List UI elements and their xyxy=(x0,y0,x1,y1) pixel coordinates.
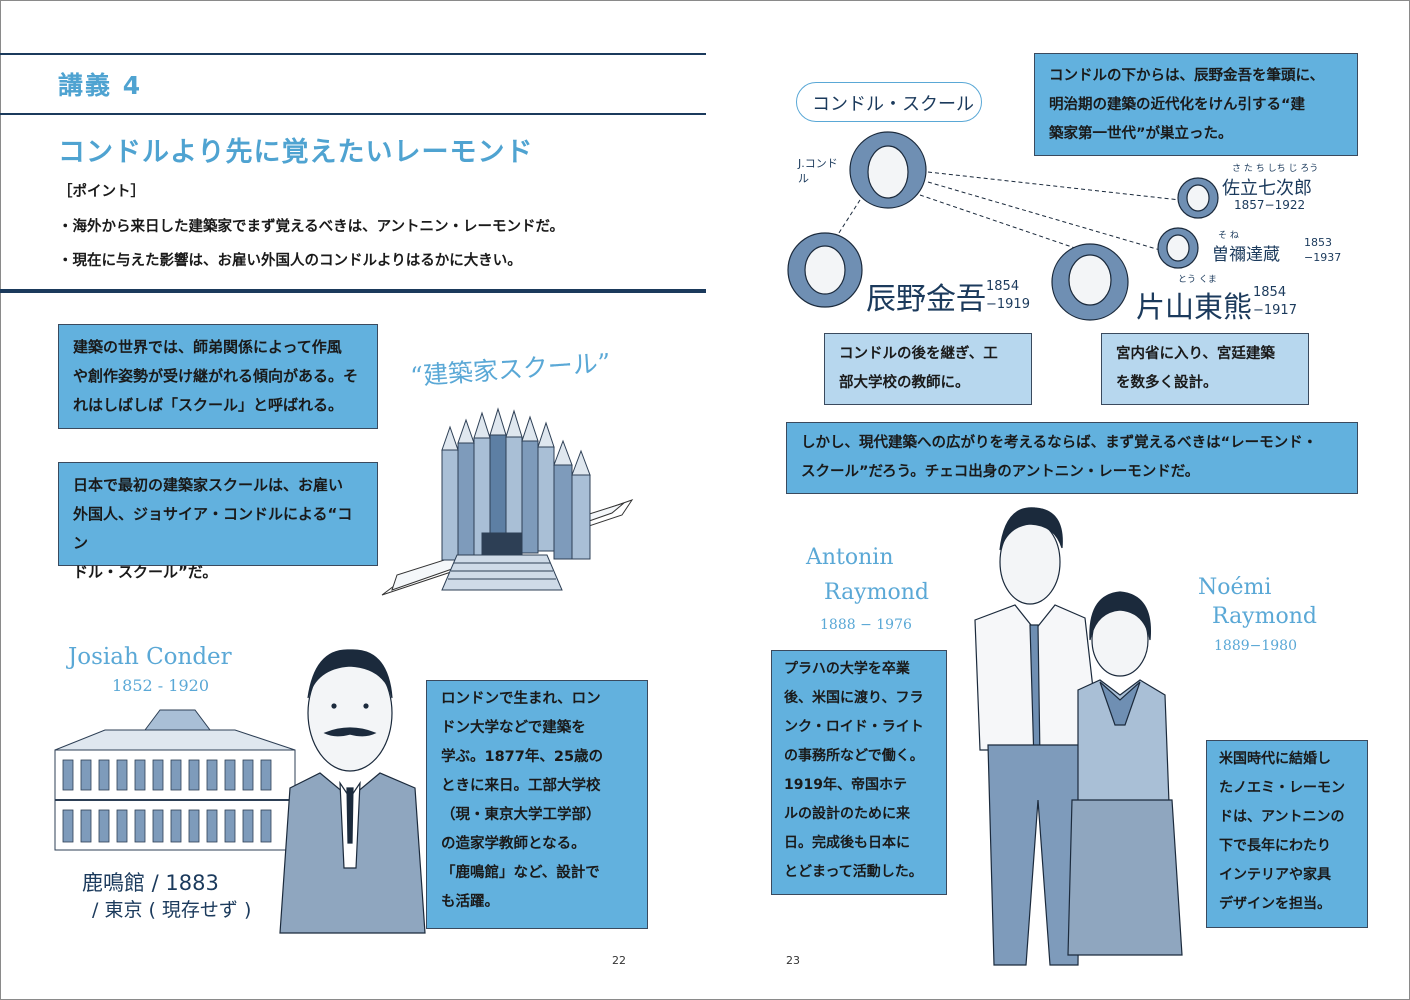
conder-name: Josiah Conder xyxy=(68,644,232,670)
text-line: も活躍。 xyxy=(441,894,499,910)
pencil-building-illustration xyxy=(381,407,634,596)
sone-years: 1853 −1937 xyxy=(1304,235,1341,265)
text-line: 学ぶ。1877年、25歳の xyxy=(441,749,604,765)
sata-ruby: さ た ち しち じ ろう xyxy=(1232,164,1319,174)
text-line: コンドルの下からは、辰野金吾を筆頭に、 xyxy=(1049,68,1325,84)
tatsuno-name: 辰野金吾 xyxy=(866,282,986,317)
header-rule-top xyxy=(0,53,706,55)
lineage-diagram xyxy=(787,131,1219,321)
text-line: デザインを担当。 xyxy=(1219,896,1331,912)
tatsuno-years: 1854 −1919 xyxy=(986,278,1030,314)
antonin-name-first: Antonin xyxy=(806,545,894,570)
sone-name: 曽禰達蔵 xyxy=(1212,245,1280,265)
text-line: −1937 xyxy=(1304,251,1342,264)
antonin-years: 1888 − 1976 xyxy=(820,617,912,633)
first-generation-box: コンドルの下からは、辰野金吾を筆頭に、 明治期の建築の近代化をけん引する“建 築… xyxy=(1034,53,1358,156)
text-line: 1853 xyxy=(1304,236,1332,249)
text-line: 米国時代に結婚し xyxy=(1219,751,1331,767)
text-line: 明治期の建築の近代化をけん引する“建 xyxy=(1049,97,1306,113)
conder-label: J.コンドル xyxy=(798,157,838,185)
noemi-bio-box: 米国時代に結婚し たノエミ・レーモン ドは、アントニンの 下で長年にわたり イン… xyxy=(1206,740,1368,928)
text-line: たノエミ・レーモン xyxy=(1219,780,1345,796)
rokumeikan-location: / 東京 ( 現存せず ) xyxy=(92,899,252,921)
antonin-bio-box: プラハの大学を卒業 後、米国に渡り、フラ ンク・ロイド・ライト の事務所などで働… xyxy=(771,650,947,895)
text-line: コンドルの後を継ぎ、工 xyxy=(839,346,998,362)
katayama-ruby: とう くま xyxy=(1178,275,1217,285)
text-line: スクール”だろう。チェコ出身のアントニン・レーモンドだ。 xyxy=(801,464,1200,480)
point-item: ・現在に与えた影響は、お雇い外国人のコンドルよりはるかに大きい。 xyxy=(58,253,522,269)
text-line: ロンドンで生まれ、ロン xyxy=(441,691,601,707)
conder-years: 1852 - 1920 xyxy=(112,676,210,695)
text-line: 宮内省に入り、宮廷建築 xyxy=(1116,346,1275,362)
katayama-box: 宮内省に入り、宮廷建築 を数多く設計。 xyxy=(1101,333,1309,405)
header-rule-bottom xyxy=(0,289,706,293)
text-line: ンク・ロイド・ライト xyxy=(784,719,924,735)
text-line: ドル・スクール”だ。 xyxy=(73,563,218,581)
rokumeikan-caption: 鹿鳴館 / 1883 xyxy=(82,871,219,895)
page-number-right: 23 xyxy=(786,954,800,967)
header-rule-mid xyxy=(0,113,706,115)
text-line: 築家第一世代”が巣立った。 xyxy=(1049,126,1233,142)
text-line: 建築の世界では、師弟関係によって作風 xyxy=(73,338,342,356)
antonin-name-last: Raymond xyxy=(824,580,929,605)
text-line: 後、米国に渡り、フラ xyxy=(784,690,924,706)
conder-bio-box: ロンドンで生まれ、ロン ドン大学などで建築を 学ぶ。1877年、25歳の ときに… xyxy=(426,680,648,929)
text-line: （現・東京大学工学部） xyxy=(441,807,601,823)
text-line: 1854 xyxy=(986,279,1020,294)
text-line: しかし、現代建築への広がりを考えるならば、まず覚えるべきは“レーモンド・ xyxy=(801,435,1318,451)
katayama-name: 片山東熊 xyxy=(1136,290,1253,324)
text-line: −1917 xyxy=(1253,303,1297,318)
page-number-left: 22 xyxy=(612,954,626,967)
noemi-name-last: Raymond xyxy=(1212,604,1317,629)
katayama-years: 1854 −1917 xyxy=(1253,284,1297,320)
text-line: とどまって活動した。 xyxy=(784,864,923,880)
sata-years: 1857−1922 xyxy=(1234,198,1306,212)
text-line: 1919年、帝国ホテ xyxy=(784,777,907,793)
text-line: や創作姿勢が受け継がれる傾向がある。そ xyxy=(73,367,359,385)
intro-box: 建築の世界では、師弟関係によって作風 や創作姿勢が受け継がれる傾向がある。そ れ… xyxy=(58,324,378,429)
school-bubble xyxy=(796,82,982,122)
text-line: を数多く設計。 xyxy=(1116,375,1218,391)
text-line: ときに来日。工部大学校 xyxy=(441,778,601,794)
raymond-couple-illustration xyxy=(974,507,1183,966)
text-line: の造家学教師となる。 xyxy=(441,836,586,852)
text-line: プラハの大学を卒業 xyxy=(784,661,910,677)
text-line: ドは、アントニンの xyxy=(1219,809,1345,825)
text-line: 「鹿鳴館」など、設計で xyxy=(441,865,600,881)
text-line: 外国人、ジョサイア・コンドルによる“コン xyxy=(73,505,353,552)
text-line: インテリアや家具 xyxy=(1219,867,1331,883)
noemi-name-first: Noémi xyxy=(1198,575,1272,600)
point-heading: ［ポイント］ xyxy=(58,184,145,200)
rokumeikan-illustration xyxy=(54,709,296,851)
text-line: 下で長年にわたり xyxy=(1219,838,1331,854)
text-line: 1854 xyxy=(1253,285,1287,300)
noemi-years: 1889−1980 xyxy=(1214,638,1297,654)
text-line: の事務所などで働く。 xyxy=(784,748,924,764)
text-line: −1919 xyxy=(986,297,1030,312)
tatsuno-box: コンドルの後を継ぎ、工 部大学校の教師に。 xyxy=(824,333,1032,405)
conder-school-box: 日本で最初の建築家スクールは、お雇い 外国人、ジョサイア・コンドルによる“コン … xyxy=(58,462,378,581)
conder-portrait-illustration xyxy=(279,649,426,934)
text-line: れはしばしば「スクール」と呼ばれる。 xyxy=(73,396,344,414)
lecture-label: 講義 4 xyxy=(58,71,143,100)
text-line: 日。完成後も日本に xyxy=(784,835,910,851)
page-title: コンドルより先に覚えたいレーモンド xyxy=(58,137,534,168)
sata-name: 佐立七次郎 xyxy=(1222,178,1312,199)
text-line: 日本で最初の建築家スクールは、お雇い xyxy=(73,476,344,494)
school-bubble-label: コンドル・スクール xyxy=(812,94,974,115)
sone-ruby: そ ね xyxy=(1218,231,1239,241)
text-line: ルの設計のために来 xyxy=(784,806,910,822)
point-item: ・海外から来日した建築家でまず覚えるべきは、アントニン・レーモンドだ。 xyxy=(58,219,565,235)
text-line: ドン大学などで建築を xyxy=(441,720,586,736)
text-line: 部大学校の教師に。 xyxy=(839,375,970,391)
raymond-school-box: しかし、現代建築への広がりを考えるならば、まず覚えるべきは“レーモンド・ スクー… xyxy=(786,422,1358,494)
